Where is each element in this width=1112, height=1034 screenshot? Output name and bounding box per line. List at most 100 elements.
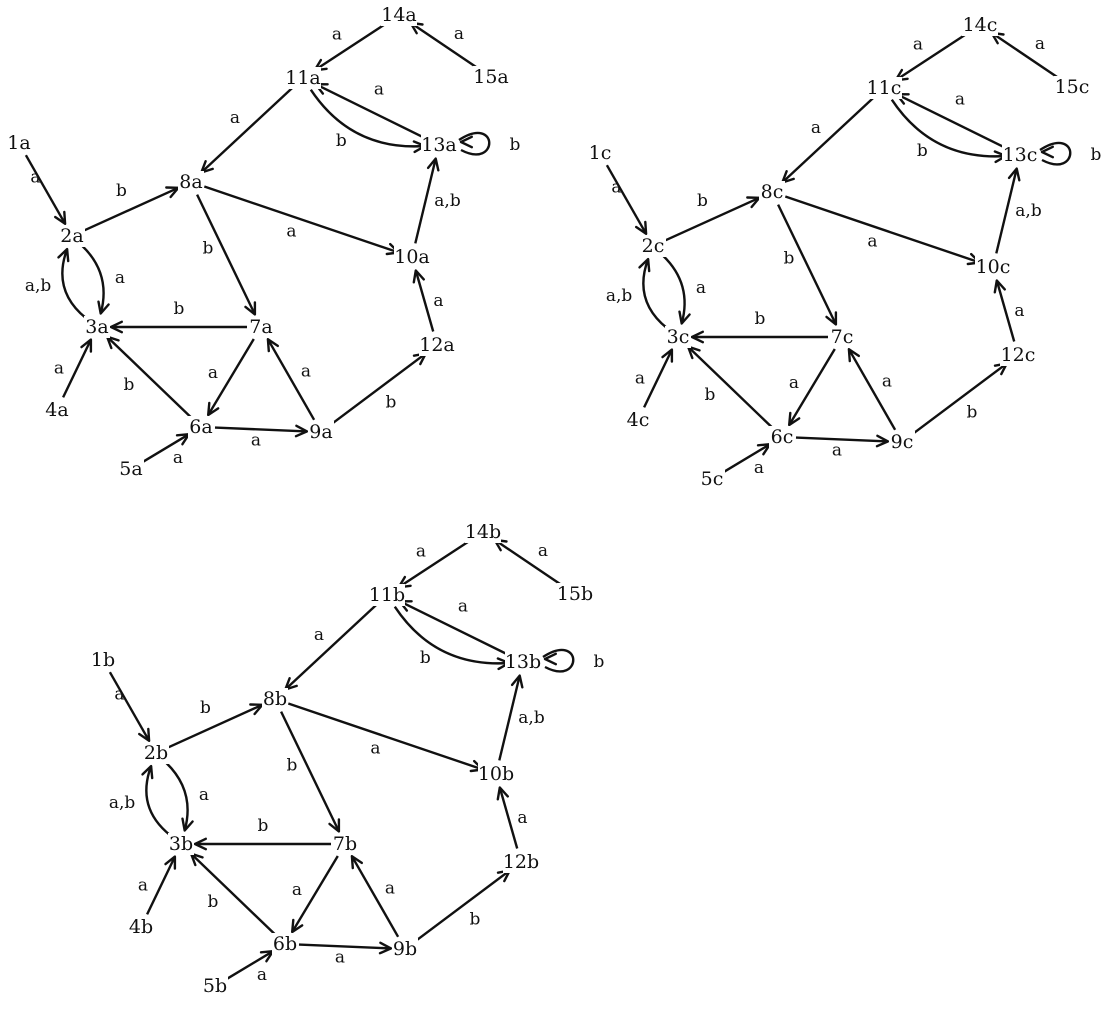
node-10a-copy-suffix: a: [418, 246, 429, 268]
edge-7a-to-6a: [207, 338, 255, 416]
node-15a-number: 15: [473, 66, 497, 88]
node-3c-number: 3: [667, 326, 679, 348]
node-15b-copy-suffix: b: [581, 583, 593, 605]
edge-3a-to-2a-arrowhead: [57, 247, 70, 263]
edge-8b-to-7b: [280, 711, 340, 832]
node-4a-number: 4: [45, 399, 57, 421]
edge-12b-to-10b-label: a: [517, 808, 527, 828]
edge-5a-to-6a-label: a: [173, 448, 183, 468]
edge-3b-to-2b: [145, 765, 171, 837]
node-6c-copy-suffix: c: [783, 426, 794, 448]
node-4a: 4a: [45, 399, 68, 421]
edge-12c-to-10c: [995, 280, 1016, 342]
edge-8b-to-10b-label: a: [370, 739, 380, 759]
edge-6b-to-3b: [190, 852, 276, 936]
edge-4a-to-3a: [62, 339, 92, 398]
node-5b-copy-suffix: b: [215, 975, 227, 997]
edge-6b-to-3b-label: b: [208, 892, 219, 912]
edge-7a-to-3a-arrowhead: [109, 320, 123, 334]
node-7b-backing: [332, 833, 358, 855]
edge-8a-to-10a-label: a: [286, 222, 296, 242]
edge-1c-to-2c-label: a: [611, 178, 621, 198]
edge-11c-to-8c-label: a: [811, 118, 821, 138]
node-13c-backing: [1002, 144, 1038, 166]
node-15a-backing: [473, 66, 509, 88]
node-7c-copy-suffix: c: [843, 326, 854, 348]
edge-1c-to-2c: [605, 164, 648, 235]
node-14c: 14c: [963, 14, 998, 36]
node-6a-backing: [188, 416, 214, 438]
node-3a-number: 3: [85, 316, 97, 338]
edge-3b-to-2b-arrowhead: [141, 764, 154, 780]
node-6a-copy-suffix: a: [201, 416, 212, 438]
node-11b-copy-suffix: b: [393, 584, 405, 606]
node-2c-backing: [640, 235, 666, 257]
node-12c-copy-suffix: c: [1025, 344, 1036, 366]
node-12a-number: 12: [419, 334, 443, 356]
node-9b: 9b: [393, 938, 417, 960]
node-14c-backing: [962, 14, 998, 36]
edge-2a-to-8a-label: b: [116, 181, 127, 201]
node-4c: 4c: [627, 409, 650, 431]
node-13b-number: 13: [505, 651, 529, 673]
node-3b-copy-suffix: b: [181, 833, 193, 855]
edge-8c-to-10c-label: a: [867, 232, 877, 252]
edge-1b-to-2b: [108, 671, 151, 742]
edge-13b-to-11b-label: a: [458, 597, 468, 617]
node-6b-copy-suffix: b: [285, 933, 297, 955]
edge-14a-to-11a-label: a: [332, 25, 342, 45]
edge-7c-to-6c: [788, 348, 836, 426]
node-2a-backing: [59, 225, 85, 247]
node-8c-copy-suffix: c: [773, 181, 784, 203]
edge-9b-to-7b-label: a: [385, 879, 395, 899]
node-2c-number: 2: [642, 235, 654, 257]
edge-6c-to-3c-label: b: [705, 385, 716, 405]
node-11a-copy-suffix: a: [309, 67, 320, 89]
edge-13b-to-13b-arrowhead: [543, 652, 557, 666]
edge-11c-to-13c-label: b: [917, 141, 928, 161]
edge-7b-to-6b-arrowhead: [291, 918, 304, 934]
edge-13c-to-13c: [1039, 141, 1072, 166]
edge-13a-to-11a-label: a: [374, 80, 384, 100]
edge-9a-to-7a-arrowhead: [266, 338, 279, 353]
edge-8a-to-10a: [203, 185, 400, 254]
node-11c: 11c: [867, 77, 902, 99]
edge-15a-to-14a-label: a: [454, 24, 464, 44]
edge-2c-to-8c-label: b: [697, 191, 708, 211]
node-9a-backing: [308, 421, 334, 443]
node-13c-number: 13: [1003, 144, 1027, 166]
node-13a: 13a: [421, 134, 457, 156]
edge-8c-to-10c: [784, 195, 981, 264]
edge-2b-to-3b: [165, 761, 189, 831]
node-3c: 3c: [667, 326, 690, 348]
edge-9c-to-12c-label: b: [967, 403, 978, 423]
edge-10b-to-13b: [498, 675, 521, 761]
edge-7b-to-3b-label: b: [258, 816, 269, 836]
edge-4c-to-3c: [643, 349, 673, 408]
node-10c-backing: [975, 256, 1011, 278]
edge-7c-to-3c-arrowhead: [690, 330, 704, 344]
node-5b-number: 5: [203, 975, 215, 997]
node-5c: 5c: [701, 468, 724, 490]
edge-14b-to-11b: [398, 538, 472, 589]
node-1a-number: 1: [7, 132, 19, 154]
node-6b: 6b: [273, 933, 297, 955]
node-8c-backing: [759, 181, 785, 203]
node-9b-copy-suffix: b: [405, 938, 417, 960]
node-1a: 1a: [7, 132, 30, 154]
node-14b-copy-suffix: b: [489, 521, 501, 543]
node-4b-backing: [128, 916, 154, 938]
edge-8a-to-7a-arrowhead: [244, 301, 257, 316]
edge-6a-to-9a-label: a: [251, 431, 261, 451]
node-2c-copy-suffix: c: [654, 235, 665, 257]
edge-7b-to-6b-label: a: [292, 880, 302, 900]
edge-13c-to-13c-label: b: [1091, 145, 1102, 165]
node-2b-backing: [143, 742, 169, 764]
edge-11b-to-13b-label: b: [420, 648, 431, 668]
node-5c-backing: [699, 468, 725, 490]
node-15b: 15b: [557, 583, 593, 605]
node-12c: 12c: [1001, 344, 1036, 366]
node-7b-copy-suffix: b: [345, 833, 357, 855]
node-12b-copy-suffix: b: [527, 851, 539, 873]
